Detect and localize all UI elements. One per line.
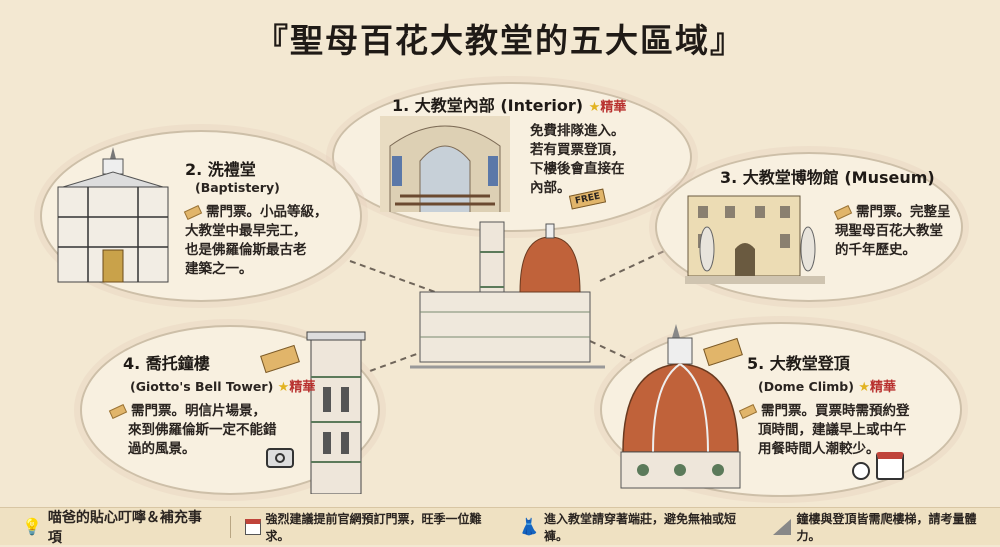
dome-subheading: (Dome Climb) ★精華 [758, 379, 896, 395]
divider [229, 515, 231, 538]
baptistery-description: 需門票。小品等級，大教堂中最早完工，也是佛羅倫斯最古老建築之一。 [183, 204, 328, 277]
ticket-icon [833, 204, 853, 220]
highlight-badge: 精華 [869, 380, 896, 395]
calendar-icon [244, 518, 261, 535]
bell-tower-description: 需門票。明信片場景，來到佛羅倫斯一定不能錯過的風景。 [108, 402, 277, 459]
cathedral-illustration [410, 221, 605, 369]
tip-item: 👗進入教堂請穿著端莊，避免無袖或短褲。 [519, 511, 736, 543]
baptistery-heading: 2. 洗禮堂 [185, 160, 256, 179]
dome-description: 需門票。買票時需預約登頂時間，建議早上或中午用餐時間人潮較少。 [738, 402, 910, 459]
star-icon: ★ [858, 380, 870, 395]
museum-heading: 3. 大教堂博物館 (Museum) [720, 168, 935, 187]
museum-description: 需門票。完整呈現聖母百花大教堂的千年歷史。 [833, 204, 951, 258]
tip-item: 強烈建議提前官網預訂門票，旺季一位難求。 [244, 510, 505, 544]
calendar-icon [876, 452, 904, 480]
star-icon: ★ [588, 100, 601, 115]
bell-tower-heading: 4. 喬托鐘樓 [123, 354, 210, 373]
highlight-badge: 精華 [289, 380, 316, 395]
tips-bar: 💡 喵爸的貼心叮嚀＆補充事項 強烈建議提前官網預訂門票，旺季一位難求。 👗進入教… [0, 507, 1000, 546]
ticket-icon [738, 403, 758, 419]
ticket-icon [108, 403, 128, 419]
dress-icon: 👗 [519, 517, 539, 536]
bell-tower-illustration [306, 331, 366, 494]
museum-illustration [685, 195, 825, 284]
connector-line [599, 250, 664, 282]
interior-heading: 1. 大教堂內部 (Interior) ★精華 [392, 96, 627, 115]
dome-heading: 5. 大教堂登頂 [747, 354, 850, 373]
star-icon: ★ [277, 380, 290, 395]
stairs-icon [773, 518, 792, 535]
clock-icon [852, 462, 870, 480]
highlight-badge: 精華 [600, 100, 627, 115]
dome-illustration [620, 324, 741, 489]
lightbulb-icon: 💡 [22, 517, 42, 536]
page-title: 『聖母百花大教堂的五大區域』 [255, 21, 745, 60]
tips-heading: 喵爸的貼心叮嚀＆補充事項 [47, 509, 202, 546]
interior-illustration [380, 116, 510, 212]
bell-tower-subheading: (Giotto's Bell Tower) ★精華 [130, 379, 316, 395]
camera-icon [266, 448, 294, 468]
tip-item: 鐘樓與登頂皆需爬樓梯，請考量體力。 [773, 510, 1000, 544]
interior-description: 免費排隊進入。若有買票登頂，下樓後會直接在內部。 [530, 123, 625, 196]
ticket-icon [183, 204, 203, 220]
baptistery-illustration [57, 147, 169, 283]
baptistery-subheading: (Baptistery) [195, 180, 280, 195]
